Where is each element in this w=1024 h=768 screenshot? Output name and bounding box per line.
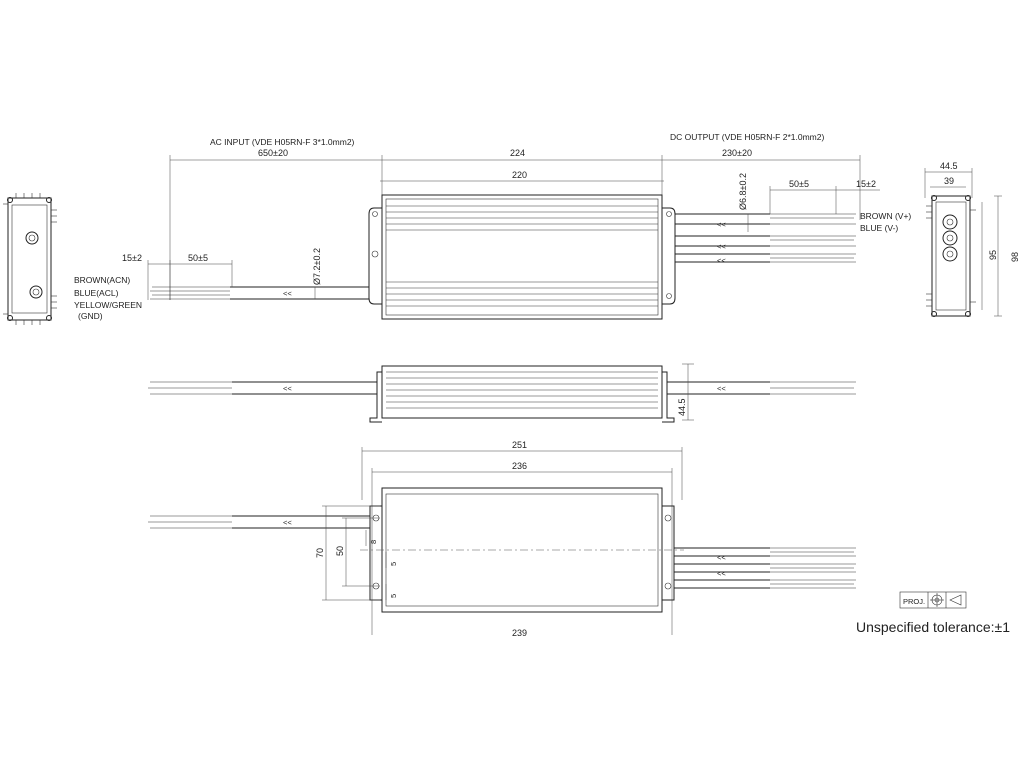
dim-50-left: 50±5: [188, 253, 208, 263]
dim-44-5-side: 44.5: [677, 398, 687, 416]
blue-v-minus-label: BLUE (V-): [860, 223, 898, 233]
dim-650: 650±20: [258, 148, 288, 158]
dim-5b: 5: [389, 594, 398, 598]
dim-70: 70: [315, 548, 325, 558]
projection-symbol-icon: [930, 593, 962, 607]
dim-224: 224: [510, 148, 525, 158]
svg-text:<<: <<: [717, 242, 726, 251]
gnd-label: (GND): [78, 311, 103, 321]
yellow-green-label: YELLOW/GREEN: [74, 300, 142, 310]
brown-acn-label: BROWN(ACN): [74, 275, 130, 285]
bottom-view: 251 236 <<: [148, 440, 856, 638]
dim-239: 239: [512, 628, 527, 638]
svg-text:<<: <<: [717, 569, 726, 578]
dim-15-left: 15±2: [122, 253, 142, 263]
dim-8: 8: [369, 540, 378, 544]
dim-230: 230±20: [722, 148, 752, 158]
svg-text:<<: <<: [717, 256, 726, 265]
projection-box: PROJ.: [899, 591, 967, 609]
side-view: << << 44.5: [148, 363, 856, 423]
ac-input-label: AC INPUT (VDE H05RN-F 3*1.0mm2): [210, 137, 355, 147]
top-view: AC INPUT (VDE H05RN-F 3*1.0mm2) DC OUTPU…: [74, 132, 911, 321]
dim-95: 95: [988, 250, 998, 260]
left-end-view: [3, 193, 57, 325]
dim-dia68: Ø6.8±0.2: [738, 173, 748, 210]
dim-220: 220: [512, 170, 527, 180]
blue-acl-label: BLUE(ACL): [74, 288, 119, 298]
dc-output-label: DC OUTPUT (VDE H05RN-F 2*1.0mm2): [670, 132, 824, 142]
svg-text:<<: <<: [717, 553, 726, 562]
right-end-view: 44.5 39 98 95: [924, 161, 1020, 317]
svg-text:<<: <<: [283, 289, 292, 298]
dim-39: 39: [944, 176, 954, 186]
dim-236: 236: [512, 461, 527, 471]
ac-gland-icon: [29, 285, 43, 299]
svg-text:<<: <<: [717, 384, 726, 393]
tolerance-note: Unspecified tolerance:±1: [856, 619, 1010, 635]
dim-dia72: Ø7.2±0.2: [312, 248, 322, 285]
dim-15-right: 15±2: [856, 179, 876, 189]
brown-v-plus-label: BROWN (V+): [860, 211, 911, 221]
dim-5a: 5: [389, 562, 398, 566]
svg-text:<<: <<: [717, 220, 726, 229]
proj-label: PROJ.: [903, 597, 925, 606]
dim-44-5-end: 44.5: [940, 161, 958, 171]
dim-251: 251: [512, 440, 527, 450]
svg-text:<<: <<: [283, 518, 292, 527]
dim-98: 98: [1010, 252, 1020, 262]
dc-gland-icon: [25, 231, 39, 245]
output-gland-icon: [942, 214, 958, 230]
dim-50-right: 50±5: [789, 179, 809, 189]
svg-text:<<: <<: [283, 384, 292, 393]
dim-50-bottom: 50: [335, 546, 345, 556]
